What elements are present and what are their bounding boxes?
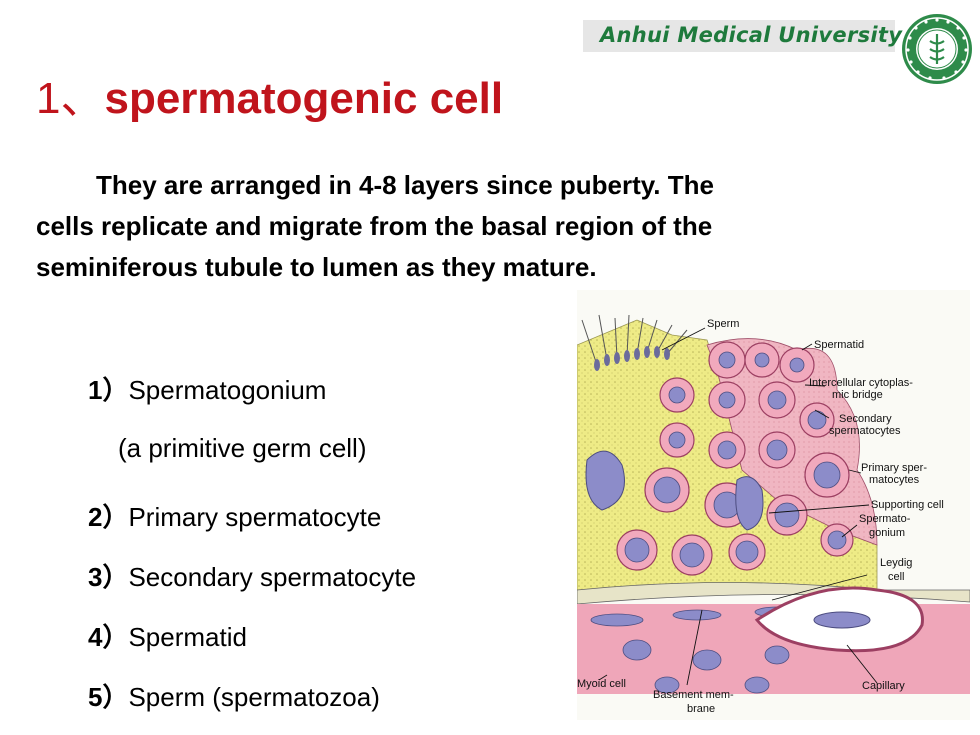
label-spermatogonium-1: Spermato- — [859, 513, 911, 525]
intro-paragraph-text: They are arranged in 4-8 layers since pu… — [36, 170, 714, 282]
title-number: 1、 — [36, 74, 105, 123]
label-secondary-2: spermatocytes — [829, 425, 901, 437]
list-item: 4）Spermatid — [88, 622, 247, 652]
label-primary-1: Primary sper- — [861, 462, 927, 474]
university-seal-icon — [902, 14, 972, 84]
slide-title: 1、spermatogenic cell — [36, 62, 503, 126]
label-bridge-2: mic bridge — [832, 389, 883, 401]
list-item: 1）Spermatogonium — [88, 375, 327, 405]
list-item: (a primitive germ cell) — [118, 433, 367, 463]
label-myoid: Myoid cell — [577, 678, 626, 690]
list-item: 3）Secondary spermatocyte — [88, 562, 417, 592]
label-secondary-1: Secondary — [839, 413, 892, 425]
label-sperm: Sperm — [707, 318, 739, 330]
label-bridge-1: Intercellular cytoplas- — [809, 377, 913, 389]
label-primary-2: matocytes — [869, 474, 920, 486]
label-capillary: Capillary — [862, 680, 905, 692]
seminiferous-tubule-diagram: Sperm Spermatid Intercellular cytoplas- … — [577, 290, 970, 720]
label-basement-2: brane — [687, 703, 715, 715]
list-item: 5）Sperm (spermatozoa) — [88, 682, 380, 712]
label-leydig-1: Leydig — [880, 557, 912, 569]
header-banner — [583, 20, 895, 52]
label-spermatogonium-2: gonium — [869, 527, 905, 539]
list-item: 2）Primary spermatocyte — [88, 502, 382, 532]
label-supporting: Supporting cell — [871, 499, 944, 511]
intro-paragraph: They are arranged in 4-8 layers since pu… — [36, 165, 756, 288]
label-basement-1: Basement mem- — [653, 689, 734, 701]
title-text: spermatogenic cell — [104, 74, 504, 123]
label-spermatid: Spermatid — [814, 339, 864, 351]
university-name: Anhui Medical University — [600, 23, 903, 47]
label-leydig-2: cell — [888, 571, 905, 583]
